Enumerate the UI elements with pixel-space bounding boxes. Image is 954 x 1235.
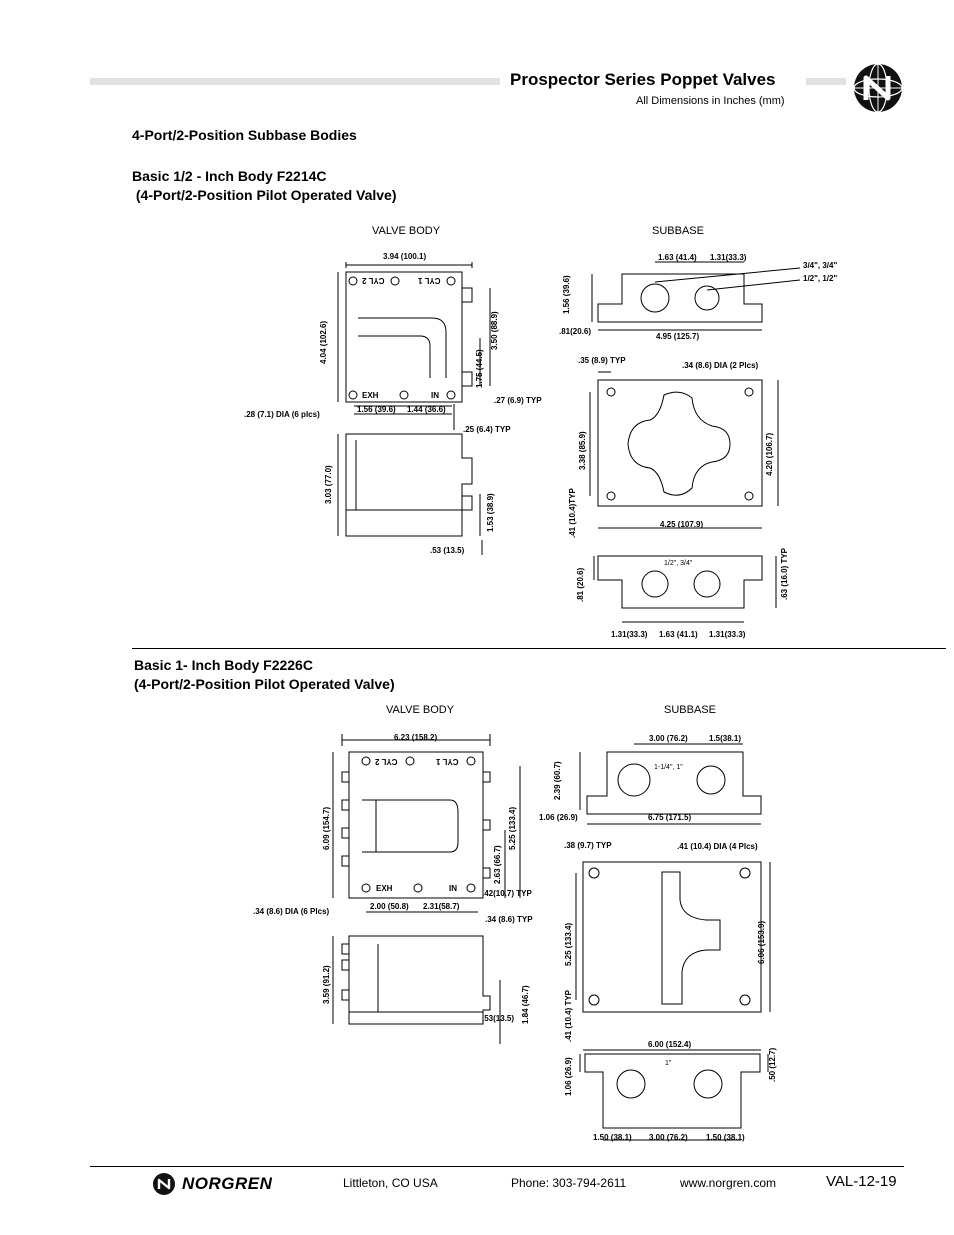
dim-half-h153: 1.53 (38.9) <box>486 493 495 532</box>
label-one-ports-b: 1" <box>665 1060 672 1067</box>
body-half-subbase-label: SUBBASE <box>652 225 704 237</box>
dim-one-s239: 2.39 (60.7) <box>553 761 562 800</box>
dim-one-s41: .41 (10.4) DIA (4 Plcs) <box>677 842 758 851</box>
section-title: 4-Port/2-Position Subbase Bodies <box>132 127 357 143</box>
label-one-ports-a: 1-1/4", 1" <box>654 764 683 771</box>
page-number: VAL-12-19 <box>826 1173 897 1190</box>
dim-half-d25: .25 (6.4) TYP <box>463 425 511 434</box>
page-subtitle: All Dimensions in Inches (mm) <box>636 95 785 107</box>
dim-one-h525: 5.25 (133.4) <box>508 806 517 850</box>
dim-one-holes: .34 (8.6) DIA (6 Plcs) <box>253 907 330 916</box>
dim-half-b131b: 1.31(33.3) <box>709 630 746 639</box>
body-one-title: Basic 1- Inch Body F2226C (4-Port/2-Posi… <box>134 656 395 694</box>
label-half-cyl2: CYL 2 <box>362 276 385 285</box>
header-rule <box>90 78 500 85</box>
body-half-title-line1: Basic 1/2 - Inch Body F2214C <box>132 168 327 184</box>
dim-half-s163: 1.63 (41.4) <box>658 253 697 262</box>
label-half-in: IN <box>431 391 439 400</box>
label-half-ports-a: 3/4", 3/4" <box>803 261 838 270</box>
body-half-drawing <box>337 261 801 623</box>
label-one-in: IN <box>449 884 457 893</box>
section-divider <box>132 648 946 649</box>
body-one-title-line1: Basic 1- Inch Body F2226C <box>134 657 313 673</box>
dim-half-height: 4.04 (102.6) <box>319 320 328 364</box>
body-half-title: Basic 1/2 - Inch Body F2214C (4-Port/2-P… <box>132 167 397 205</box>
dim-one-s38: .38 (9.7) TYP <box>564 841 612 850</box>
label-one-exh: EXH <box>376 884 393 893</box>
dim-one-s300: 3.00 (76.2) <box>649 734 688 743</box>
dim-one-d53: .53(13.5) <box>482 1014 515 1023</box>
dim-one-s50: .50 (12.7) <box>768 1047 777 1082</box>
dim-one-h263: 2.63 (66.7) <box>493 845 502 884</box>
norgren-logo: NORGREN <box>152 1172 292 1196</box>
body-one-title-line2: (4-Port/2-Position Pilot Operated Valve) <box>134 676 395 692</box>
body-half-valve-label: VALVE BODY <box>372 225 441 237</box>
footer-website-link[interactable]: www.norgren.com <box>680 1176 777 1190</box>
dim-half-s41: .41 (10.4)TYP <box>568 488 577 538</box>
dim-one-d231: 2.31(58.7) <box>423 902 460 911</box>
header-rule-right <box>806 78 846 85</box>
dim-one-s606: 6.06 (153.9) <box>757 920 766 964</box>
dim-half-d27: .27 (6.9) TYP <box>494 396 542 405</box>
dim-one-s41typ: .41 (10.4) TYP <box>564 989 573 1042</box>
label-half-cyl1: CYL 1 <box>418 276 441 285</box>
dim-half-h303: 3.03 (77.0) <box>324 465 333 504</box>
dim-one-s15: 1.5(38.1) <box>709 734 742 743</box>
dim-one-height: 6.09 (154.7) <box>322 806 331 850</box>
dim-half-d156: 1.56 (39.6) <box>357 405 396 414</box>
dim-one-s106: 1.06 (26.9) <box>539 813 578 822</box>
dim-one-h359: 3.59 (91.2) <box>322 965 331 1004</box>
dim-one-d34: .34 (8.6) TYP <box>485 915 533 924</box>
dim-half-s63: .63 (16.0) TYP <box>780 547 789 600</box>
footer-rule <box>90 1166 904 1167</box>
dim-half-s338: 3.38 (85.9) <box>578 431 587 470</box>
dim-one-b300: 3.00 (76.2) <box>649 1133 688 1142</box>
body-half-title-line2: (4-Port/2-Position Pilot Operated Valve) <box>132 187 397 203</box>
body-one-drawing <box>332 734 771 1141</box>
norgren-globe-icon <box>853 63 903 113</box>
dim-one-h184: 1.84 (46.7) <box>521 985 530 1024</box>
dim-half-s131: 1.31(33.3) <box>710 253 747 262</box>
dim-half-h175: 1.75 (44.5) <box>475 349 484 388</box>
dim-half-b131a: 1.31(33.3) <box>611 630 648 639</box>
norgren-wordmark: NORGREN <box>182 1174 273 1193</box>
dim-one-d200: 2.00 (50.8) <box>370 902 409 911</box>
label-one-cyl1: CYL 1 <box>436 757 459 766</box>
dim-half-s35: .35 (8.9) TYP <box>578 356 626 365</box>
dim-half-s81b: .81 (20.6) <box>576 567 585 602</box>
footer-phone: Phone: 303-794-2611 <box>511 1176 627 1190</box>
dim-one-s106b: 1.06 (26.9) <box>564 1057 573 1096</box>
dim-one-s675: 6.75 (171.5) <box>648 813 692 822</box>
dim-half-s420: 4.20 (106.7) <box>765 432 774 476</box>
norgren-logo-icon <box>153 1173 175 1195</box>
dim-half-s495: 4.95 (125.7) <box>656 332 700 341</box>
dim-half-s425: 4.25 (107.9) <box>660 520 704 529</box>
dim-half-d53: .53 (13.5) <box>430 546 465 555</box>
footer-location: Littleton, CO USA <box>343 1176 438 1190</box>
dim-half-s81: .81(20.6) <box>559 327 592 336</box>
dim-half-holes: .28 (7.1) DIA (6 plcs) <box>244 410 320 419</box>
dim-one-s600: 6.00 (152.4) <box>648 1040 692 1049</box>
dim-half-width: 3.94 (100.1) <box>383 252 427 261</box>
dim-half-b163: 1.63 (41.1) <box>659 630 698 639</box>
dim-half-s34: .34 (8.6) DIA (2 Plcs) <box>682 361 759 370</box>
body-one-valve-label: VALVE BODY <box>386 704 455 716</box>
label-half-ports-c: 1/2", 3/4" <box>664 560 693 567</box>
dim-one-b150a: 1.50 (38.1) <box>593 1133 632 1142</box>
dim-one-s525: 5.25 (133.4) <box>564 922 573 966</box>
label-one-cyl2: CYL 2 <box>375 757 398 766</box>
label-half-exh: EXH <box>362 391 379 400</box>
label-half-ports-b: 1/2", 1/2" <box>803 274 838 283</box>
dim-one-width: 6.23 (158.2) <box>394 733 438 742</box>
dim-one-b150b: 1.50 (38.1) <box>706 1133 745 1142</box>
page-title: Prospector Series Poppet Valves <box>510 70 776 89</box>
dim-half-s156: 1.56 (39.6) <box>562 275 571 314</box>
body-one-subbase-label: SUBBASE <box>664 704 716 716</box>
dim-half-h350: 3.50 (88.9) <box>490 311 499 350</box>
dim-half-d144: 1.44 (36.6) <box>407 405 446 414</box>
dim-one-d42: .42(10.7) TYP <box>482 889 532 898</box>
